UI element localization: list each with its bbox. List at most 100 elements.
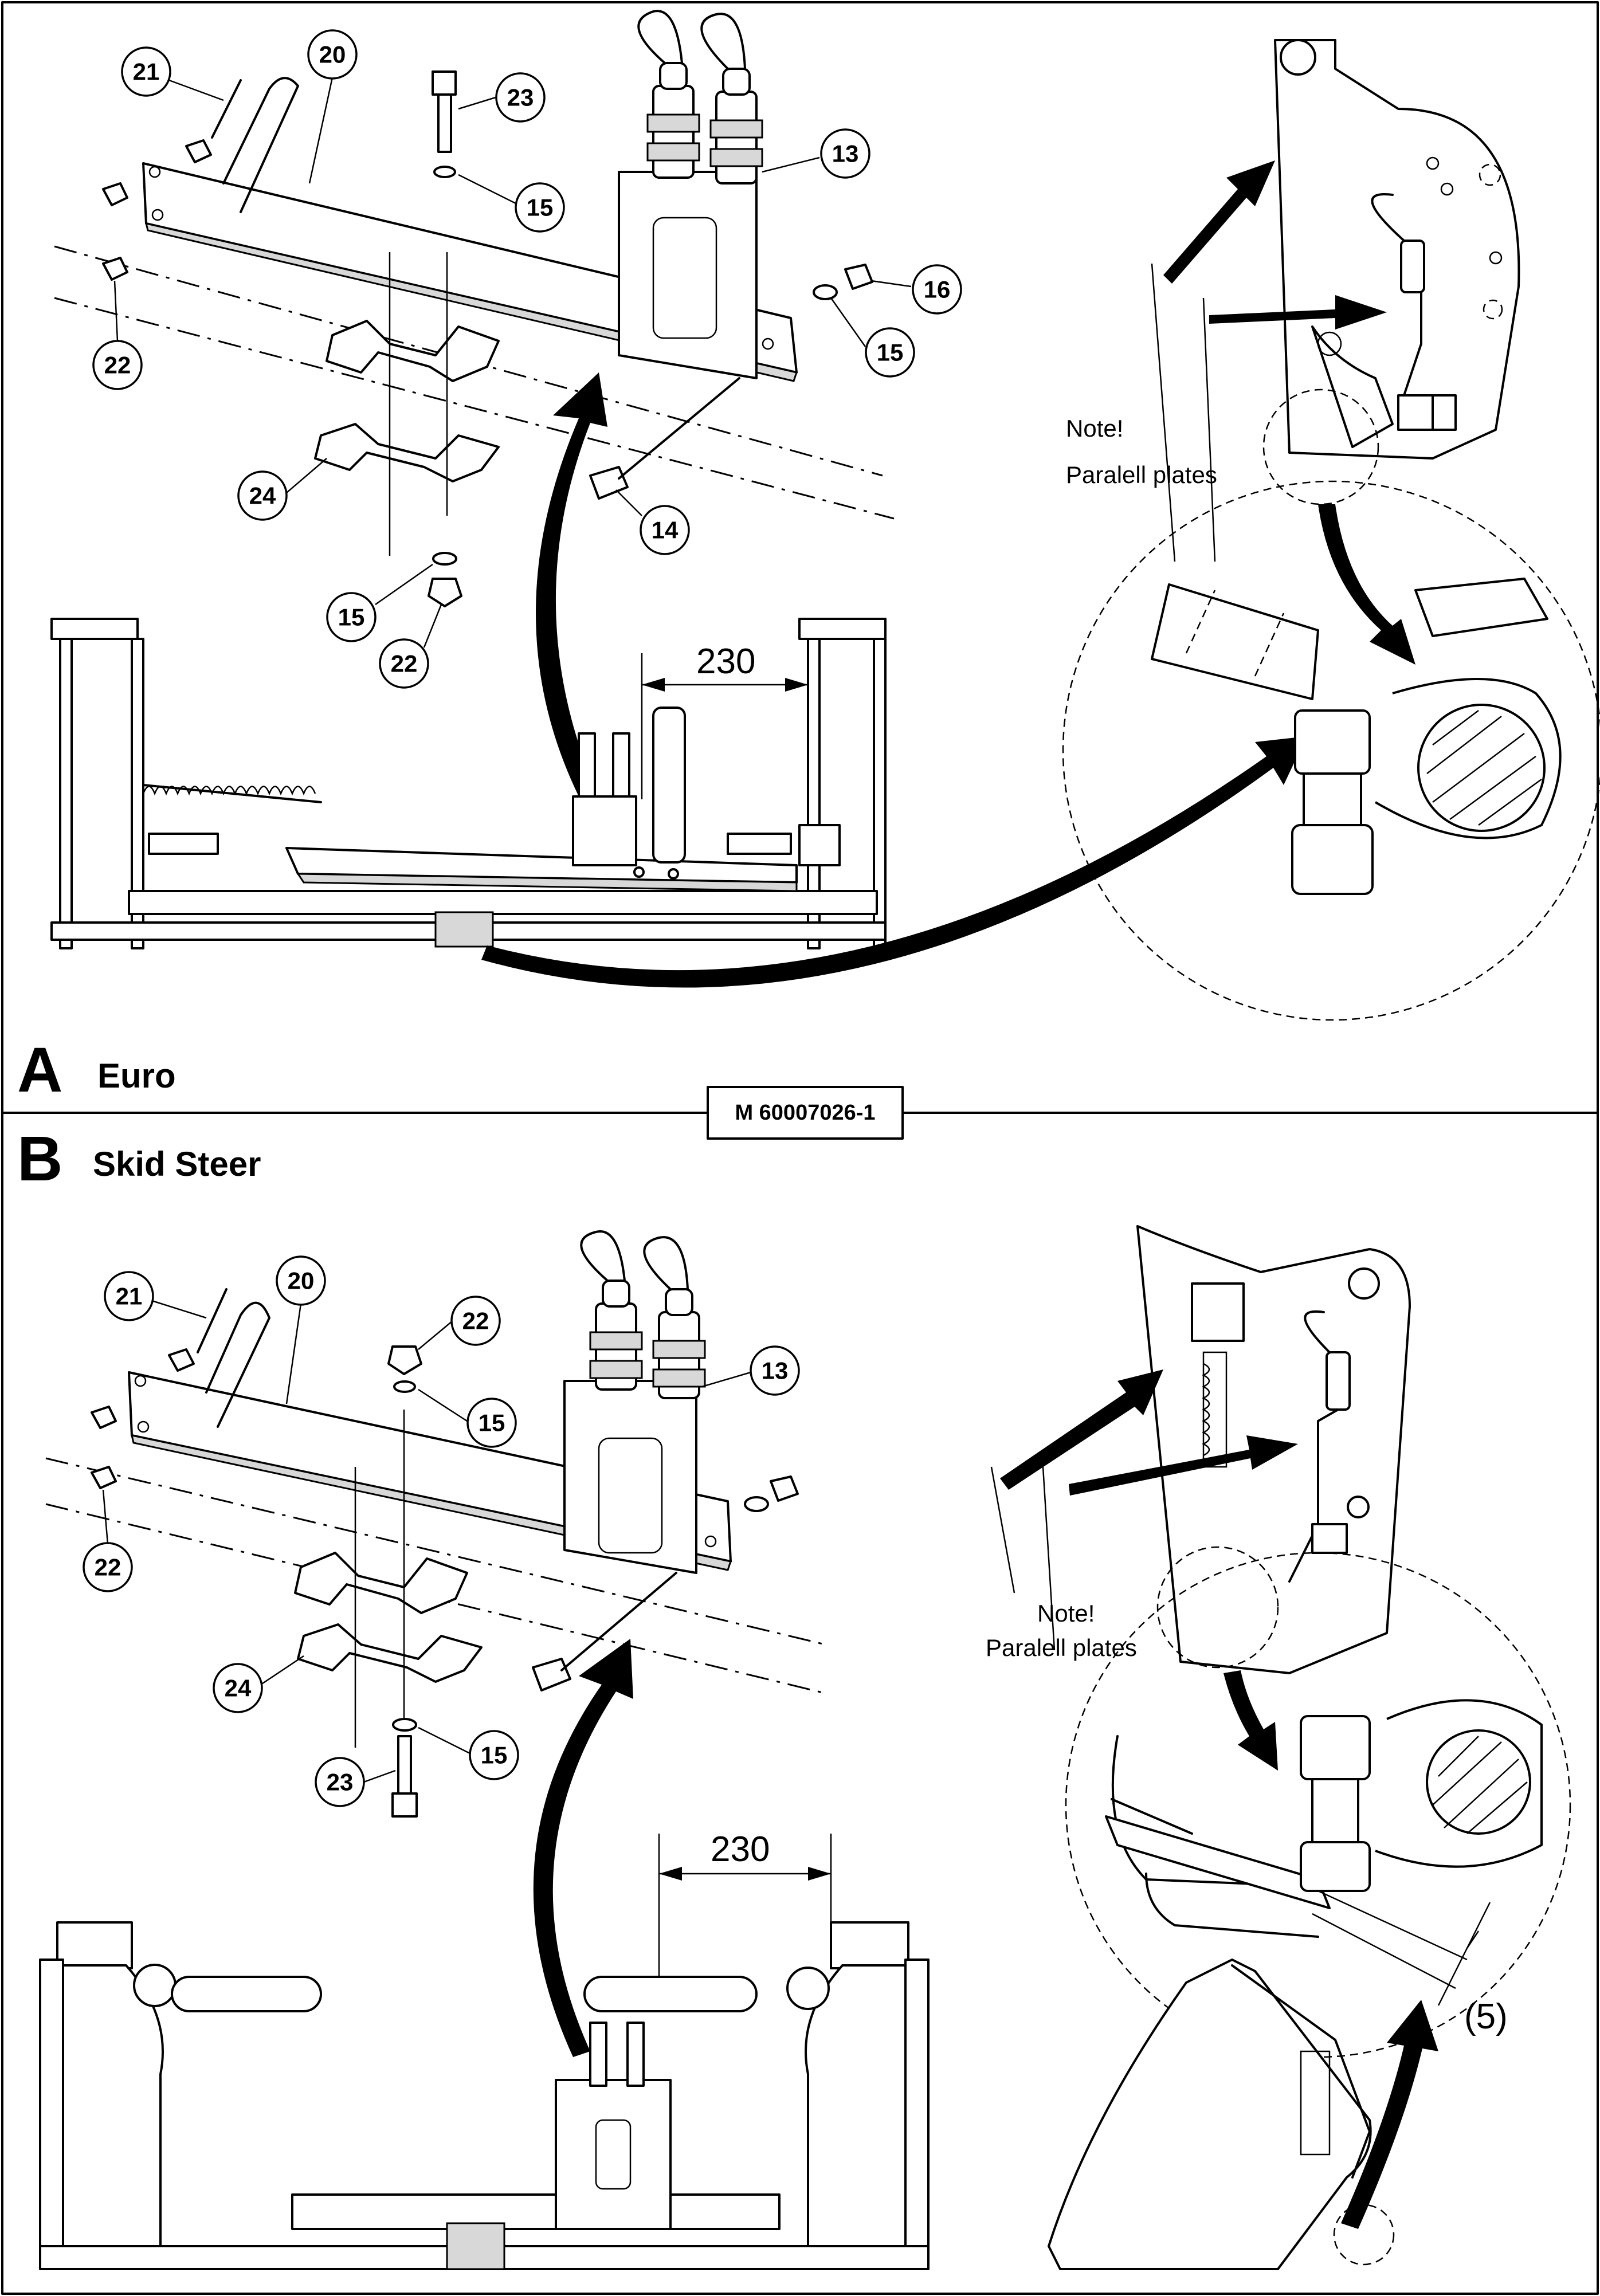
- callout-22: 22: [418, 1296, 501, 1350]
- svg-text:13: 13: [762, 1357, 789, 1384]
- callout-13: 13: [701, 1345, 800, 1396]
- washer: [392, 1718, 417, 1732]
- washer: [393, 1380, 416, 1393]
- pointer-arrow: [1000, 1369, 1163, 1490]
- plate-hole: [137, 1420, 150, 1433]
- detail-zoom-circle: [1062, 480, 1600, 1021]
- plate-hole: [151, 209, 164, 221]
- callout-13: 13: [762, 128, 870, 179]
- callout-22: 22: [83, 1489, 133, 1592]
- reference-line: [54, 297, 895, 520]
- callout-20: 20: [307, 29, 358, 184]
- valve-bracket: [618, 171, 758, 379]
- washer: [744, 1496, 769, 1512]
- valve-bracket: [563, 1380, 697, 1574]
- svg-text:14: 14: [652, 517, 679, 544]
- zoom-arrow: [1318, 504, 1415, 665]
- svg-text:24: 24: [225, 1675, 252, 1702]
- svg-text:21: 21: [116, 1283, 143, 1310]
- nut: [168, 1348, 195, 1372]
- callout-23: 23: [458, 72, 546, 123]
- u-bolt: [222, 77, 299, 213]
- callout-22: 22: [379, 604, 442, 689]
- bolt-head: [391, 1792, 418, 1818]
- callout-24: 24: [213, 1655, 304, 1713]
- pointer-arrow: [1209, 295, 1387, 329]
- callout-15: 15: [830, 297, 915, 378]
- washer: [432, 552, 457, 566]
- callout-21: 21: [121, 46, 224, 101]
- curved-arrow: [536, 372, 607, 796]
- callout-20: 20: [276, 1255, 326, 1404]
- u-bolt-thread: [197, 1288, 228, 1353]
- detail-zoom-circle: [1065, 1552, 1571, 2058]
- section-a-title: Euro: [97, 1057, 176, 1095]
- hydraulic-coupling: [643, 1236, 706, 1399]
- callout-21: 21: [104, 1271, 207, 1321]
- curved-arrow: [533, 1639, 633, 2057]
- bracket-slot: [652, 217, 717, 339]
- zoom-arrow: [1223, 1670, 1278, 1771]
- washer: [433, 166, 456, 178]
- nut: [102, 257, 128, 281]
- curved-arrow-detail: [481, 736, 1307, 988]
- note-line1: Note!: [1066, 415, 1123, 442]
- pointer-arrow: [1163, 160, 1275, 284]
- drawing-code: M 60007026-1: [735, 1101, 875, 1125]
- hydraulic-coupling: [700, 13, 763, 185]
- callout-24: 24: [237, 458, 327, 521]
- svg-text:15: 15: [338, 604, 365, 631]
- svg-text:22: 22: [95, 1554, 121, 1581]
- callout-15: 15: [418, 1388, 517, 1448]
- zoom-arrow: [1341, 2000, 1438, 2229]
- svg-text:24: 24: [249, 482, 276, 509]
- bolt-head: [432, 70, 457, 96]
- skid-steer-frame: [39, 1834, 930, 2270]
- dimension-230: 230: [659, 1830, 831, 1881]
- note-line2: Paralell plates: [986, 1634, 1137, 1661]
- svg-text:20: 20: [319, 41, 346, 68]
- nut: [185, 139, 212, 163]
- clamp-plate-upper: [326, 320, 500, 382]
- bolt-axis: [618, 377, 740, 480]
- callout-15: 15: [458, 174, 565, 233]
- nut: [91, 1406, 117, 1429]
- reference-line: [45, 1457, 826, 1646]
- drawing-code-box: [707, 1086, 904, 1140]
- section-a: A Euro: [17, 10, 1600, 1105]
- svg-text:23: 23: [507, 84, 534, 111]
- nut: [428, 578, 462, 607]
- pointer-arrow: [1069, 1435, 1298, 1496]
- plate-hole: [134, 1375, 147, 1387]
- nut: [91, 1466, 117, 1489]
- clamp-plate-lower: [297, 1623, 483, 1683]
- nut: [387, 1345, 422, 1375]
- bolt-head: [589, 466, 629, 500]
- section-b-letter: B: [17, 1124, 62, 1194]
- hydraulic-coupling: [637, 10, 700, 179]
- svg-text:15: 15: [527, 194, 554, 221]
- u-bolt-thread: [211, 79, 242, 139]
- callout-23: 23: [315, 1757, 396, 1807]
- bolt-axis: [560, 1572, 677, 1671]
- bolt-shank: [437, 93, 452, 153]
- bracket-slot: [598, 1437, 663, 1554]
- svg-text:230: 230: [711, 1830, 770, 1869]
- u-bolt: [205, 1301, 270, 1428]
- svg-text:13: 13: [832, 140, 859, 167]
- svg-text:230: 230: [696, 642, 755, 681]
- detail-view-upper: [1151, 39, 1520, 562]
- callout-15: 15: [326, 563, 433, 642]
- nut: [102, 182, 128, 206]
- svg-text:21: 21: [133, 58, 160, 85]
- svg-text:15: 15: [877, 339, 904, 366]
- bolt-head: [532, 1658, 571, 1691]
- callout-14: 14: [615, 489, 690, 555]
- note-line2: Paralell plates: [1066, 461, 1217, 488]
- nut: [844, 264, 873, 290]
- clamp-plate-lower: [314, 423, 500, 482]
- svg-text:23: 23: [327, 1769, 354, 1796]
- hydraulic-coupling: [580, 1230, 643, 1391]
- section-a-letter: A: [17, 1035, 62, 1105]
